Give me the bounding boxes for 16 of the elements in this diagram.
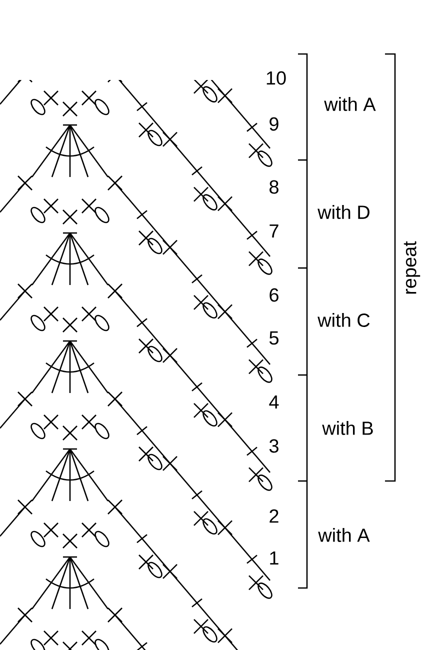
row-number: 10 (266, 71, 286, 85)
note-label: repeat (404, 241, 420, 294)
color-label: with A (318, 528, 370, 542)
row-number: 4 (269, 395, 279, 409)
row-number: 8 (270, 180, 278, 194)
color-label: with B (322, 421, 373, 435)
row-number: 6 (270, 288, 278, 302)
row-number: 2 (270, 509, 278, 523)
color-label: with A (324, 97, 376, 111)
row-number: 1 (270, 551, 278, 565)
row-number: 7 (270, 224, 278, 238)
color-label: with D (318, 205, 370, 219)
row-number: 9 (270, 117, 278, 131)
color-label: with C (318, 313, 370, 327)
row-number: 3 (269, 439, 278, 453)
row-number: 5 (269, 331, 278, 345)
